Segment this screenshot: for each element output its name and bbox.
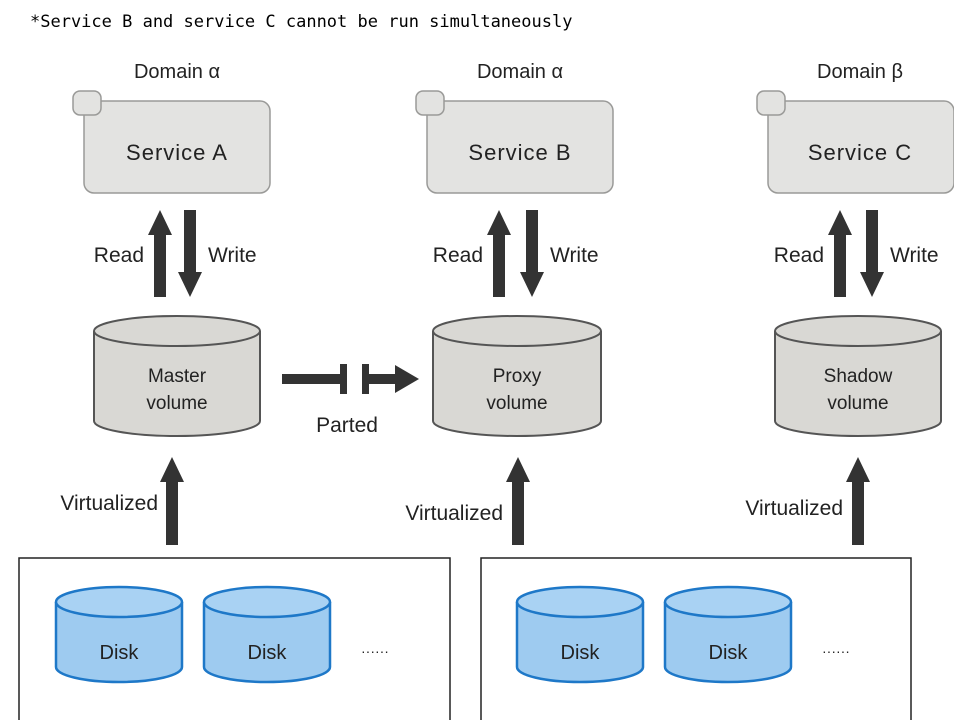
virtualized-arrow-b <box>506 457 530 545</box>
parted-right-bar <box>362 364 369 394</box>
read-arrow-b <box>487 210 511 297</box>
domain-label-a: Domain α <box>134 61 220 83</box>
master-volume-body <box>93 331 261 437</box>
read-label-b: Read <box>433 244 483 267</box>
disk-1-1-body <box>54 602 184 684</box>
service-b-box: Service B <box>415 90 614 194</box>
read-label-c: Read <box>774 244 824 267</box>
service-a-label: Service A <box>126 140 228 165</box>
service-b-tab <box>415 90 445 116</box>
write-arrow-a <box>178 210 202 297</box>
parted-left-stem <box>282 374 340 384</box>
parted-arrowhead <box>395 365 419 393</box>
service-c-tab <box>756 90 786 116</box>
service-a-rect <box>83 100 271 194</box>
service-c-box: Service C <box>756 90 954 194</box>
read-arrow-c <box>828 210 852 297</box>
disk-1-2-top <box>202 585 332 619</box>
disk-2-2-top <box>663 585 793 619</box>
proxy-volume-body <box>432 331 602 437</box>
disk-1-2-label: Disk <box>248 642 288 664</box>
disk-group-1: Disk Disk ······ <box>18 557 451 720</box>
virtualized-arrow-a <box>160 457 184 545</box>
shadow-volume-label-line2: volume <box>827 393 888 414</box>
disk-1-2-body <box>202 602 332 684</box>
write-arrow-b <box>520 210 544 297</box>
disk-1-1-top <box>54 585 184 619</box>
service-b-label: Service B <box>468 140 571 165</box>
write-arrow-c <box>860 210 884 297</box>
shadow-volume-label-line1: Shadow <box>824 366 893 387</box>
proxy-volume-label-line1: Proxy <box>493 366 542 387</box>
parted-label: Parted <box>316 414 378 437</box>
proxy-volume: Proxy volume <box>432 315 602 437</box>
virtualized-label-a: Virtualized <box>60 492 158 515</box>
disk-group-1-more: ······ <box>361 643 389 659</box>
disk-1-1-label: Disk <box>100 642 140 664</box>
service-b-rect <box>426 100 614 194</box>
virtualized-arrow-c <box>846 457 870 545</box>
service-a-tab <box>72 90 102 116</box>
shadow-volume-top <box>774 315 942 347</box>
disk-1-2: Disk <box>202 585 332 684</box>
disk-2-1: Disk <box>515 585 645 684</box>
virtualized-label-b: Virtualized <box>405 502 503 525</box>
disk-2-2-body <box>663 602 793 684</box>
service-a-box: Service A <box>72 90 271 194</box>
master-volume-top <box>93 315 261 347</box>
write-label-b: Write <box>550 244 599 267</box>
virtualized-label-c: Virtualized <box>745 497 843 520</box>
shadow-volume: Shadow volume <box>774 315 942 437</box>
disk-group-2: Disk Disk ······ <box>480 557 912 720</box>
column-service-c: Domain β Service C Read Write Shadow vol… <box>745 61 954 545</box>
write-label-a: Write <box>208 244 257 267</box>
disk-group-2-frame <box>480 557 912 720</box>
service-c-label: Service C <box>808 140 912 165</box>
proxy-volume-label-line2: volume <box>486 393 547 414</box>
read-arrow-a <box>148 210 172 297</box>
simultaneity-note: *Service B and service C cannot be run s… <box>30 12 572 32</box>
master-volume: Master volume <box>93 315 261 437</box>
disk-group-2-more: ······ <box>822 643 850 659</box>
shadow-volume-body <box>774 331 942 437</box>
disk-2-1-top <box>515 585 645 619</box>
disk-group-1-frame <box>18 557 451 720</box>
write-label-c: Write <box>890 244 939 267</box>
disk-1-1: Disk <box>54 585 184 684</box>
disk-2-2-label: Disk <box>709 642 749 664</box>
service-c-rect <box>767 100 954 194</box>
parted-left-bar <box>340 364 347 394</box>
domain-label-b: Domain α <box>477 61 563 83</box>
disk-2-2: Disk <box>663 585 793 684</box>
read-label-a: Read <box>94 244 144 267</box>
column-service-b: Domain α Service B Read Write Proxy volu… <box>405 61 614 545</box>
master-volume-label-line2: volume <box>146 393 207 414</box>
disk-2-1-body <box>515 602 645 684</box>
domain-label-c: Domain β <box>817 61 903 83</box>
master-volume-label-line1: Master <box>148 366 207 387</box>
disk-2-1-label: Disk <box>561 642 601 664</box>
proxy-volume-top <box>432 315 602 347</box>
parted-connector: Parted <box>282 364 419 437</box>
column-service-a: Domain α Service A Read Write Master vol… <box>60 61 271 545</box>
parted-right-stem <box>369 374 397 384</box>
